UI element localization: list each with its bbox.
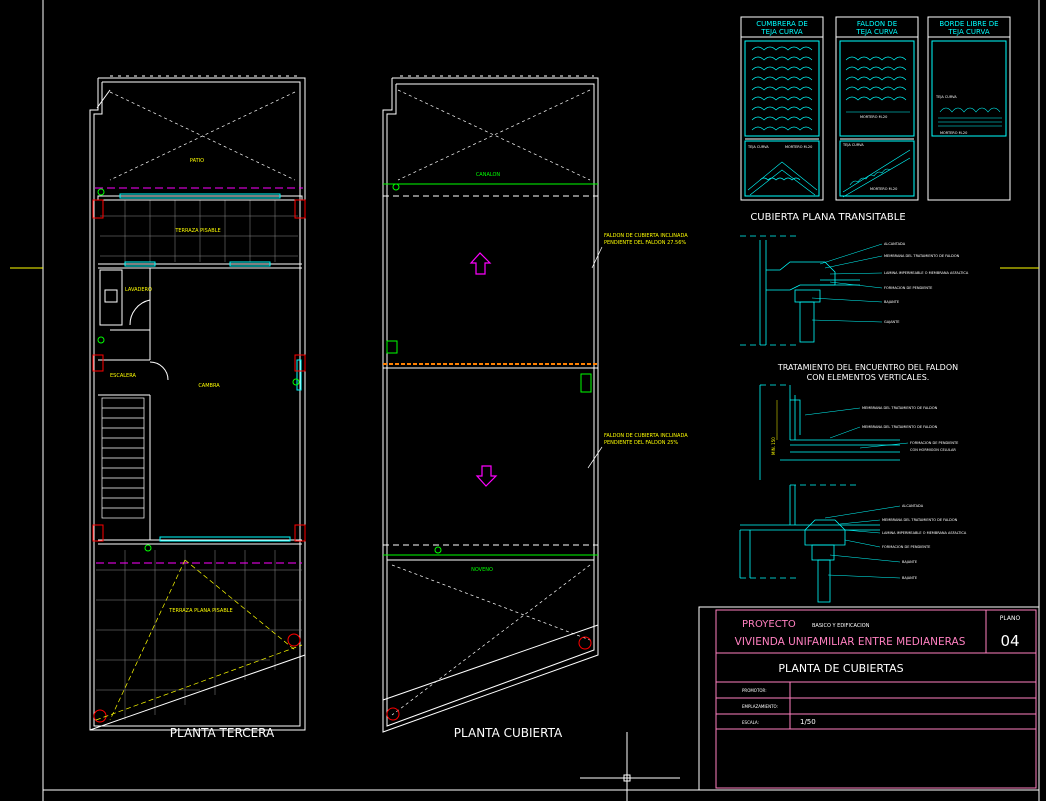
s1-note-4: FORMACION DE PENDIENTE bbox=[884, 286, 932, 290]
s1-note-6: GAJANTE bbox=[884, 320, 899, 324]
plan-cubierta[interactable]: CANALON NOVENO FALDON DE CUBIERTA INCLIN… bbox=[382, 75, 688, 740]
label-lavadero: LAVADERO bbox=[125, 287, 152, 293]
tile-1-note1: TEJA CURVA bbox=[747, 145, 769, 149]
s1-note-3: LAMINA IMPERMEABLE O MEMBRANA ASFALTICA bbox=[884, 271, 969, 275]
s2-note-1: MEMBRANA DEL TRATAMIENTO DE FALDON bbox=[862, 406, 938, 410]
tile-1-title2: TEJA CURVA bbox=[760, 28, 802, 36]
tile-details[interactable]: CUMBRERA DE TEJA CURVA TEJA CURVA MORTER… bbox=[740, 16, 1011, 201]
tile-1-title1: CUMBRERA DE bbox=[756, 20, 808, 28]
s3-note-3: LAMINA IMPERMEABLE O MEMBRANA ASFALTICA bbox=[882, 531, 967, 535]
label-terraza-pisable: TERRAZA PISABLE bbox=[174, 228, 220, 234]
plano-label: PLANO bbox=[1000, 615, 1021, 622]
tile-1-note2: MORTERO M-20 bbox=[785, 145, 812, 149]
s1-note-1: ALCANTADA bbox=[884, 242, 906, 246]
note-leaders bbox=[587, 246, 603, 469]
label-canalon: CANALON bbox=[476, 172, 501, 178]
detail-faldon[interactable]: FALDON DE TEJA CURVA MORTERO M-20 TEJA C… bbox=[835, 16, 919, 201]
label-terraza-plana: TERRAZA PLANA PISABLE bbox=[168, 608, 232, 614]
row-value-escala: 1/50 bbox=[800, 718, 816, 726]
tile-3-note1: TEJA CURVA bbox=[935, 95, 957, 99]
note-faldon-2-line1: FALDON DE CUBIERTA INCLINADA bbox=[604, 433, 688, 439]
tile-3-note2: MORTERO M-20 bbox=[940, 131, 967, 135]
label-patio: PATIO bbox=[190, 158, 204, 164]
section-1-leaders bbox=[811, 243, 883, 323]
column-marks bbox=[92, 199, 306, 723]
row-label-promotor: PROMOTOR: bbox=[742, 688, 767, 693]
detail-borde-libre[interactable]: BORDE LIBRE DE TEJA CURVA TEJA CURVA MOR… bbox=[927, 16, 1011, 201]
tile-3-title2: TEJA CURVA bbox=[947, 28, 989, 36]
section-cubierta-plana[interactable]: CUBIERTA PLANA TRANSITABLE ALCANTADA MEM… bbox=[740, 212, 969, 346]
tile-2-note1: MORTERO M-20 bbox=[860, 115, 887, 119]
project-name: VIVIENDA UNIFAMILIAR ENTRE MEDIANERAS bbox=[735, 636, 966, 648]
tile-2-note2: TEJA CURVA bbox=[842, 143, 864, 147]
label-noveno: NOVENO bbox=[471, 567, 493, 573]
encuentro-dimension: MIN. 150 bbox=[771, 437, 776, 455]
proyecto-sub: BASICO Y EDIFICACION bbox=[812, 623, 870, 629]
note-faldon-2-line2: PENDIENTE DEL FALDON 25% bbox=[604, 440, 678, 446]
plan-tercera[interactable]: PATIO TERRAZA PISABLE LAVADERO ESCALERA … bbox=[89, 75, 306, 740]
section-2-leaders bbox=[804, 407, 909, 449]
s3-note-5: BAJANTE bbox=[902, 560, 917, 564]
roof-drain-marks bbox=[386, 183, 592, 554]
encuentro-title1: TRATAMIENTO DEL ENCUENTRO DEL FALDON bbox=[777, 363, 958, 372]
tile-2-title2: TEJA CURVA bbox=[855, 28, 897, 36]
tile-2-note3: MORTERO M-20 bbox=[870, 187, 897, 191]
proyecto-label: PROYECTO bbox=[742, 619, 796, 630]
window-marks bbox=[119, 193, 302, 542]
slope-arrows bbox=[469, 252, 498, 487]
section-encuentro[interactable]: TRATAMIENTO DEL ENCUENTRO DEL FALDON CON… bbox=[759, 363, 958, 480]
row-label-emplazamiento: EMPLAZAMIENTO: bbox=[742, 704, 778, 709]
terraza-pisable-grid bbox=[100, 200, 298, 262]
roof-column-marks bbox=[386, 636, 592, 721]
roof-cross-top bbox=[391, 89, 591, 716]
cubierta-plana-title: CUBIERTA PLANA TRANSITABLE bbox=[750, 212, 905, 223]
s3-note-1: ALCANTADA bbox=[902, 504, 924, 508]
s1-note-2: MEMBRANA DEL TRATAMIENTO DE FALDON bbox=[884, 254, 960, 258]
note-faldon-1-line2: PENDIENTE DEL FALDON 27.56% bbox=[604, 240, 686, 246]
slope-lines bbox=[95, 559, 303, 721]
row-label-escala: ESCALA: bbox=[742, 720, 759, 725]
drain-marks bbox=[97, 188, 300, 552]
stair-steps bbox=[101, 397, 145, 519]
plan-cubierta-title: PLANTA CUBIERTA bbox=[454, 726, 563, 740]
sheet-title: PLANTA DE CUBIERTAS bbox=[778, 662, 903, 675]
s2-note-3: FORMACION DE PENDIENTE bbox=[910, 441, 958, 445]
detail-cumbrera[interactable]: CUMBRERA DE TEJA CURVA TEJA CURVA MORTER… bbox=[740, 16, 824, 201]
note-faldon-1-line1: FALDON DE CUBIERTA INCLINADA bbox=[604, 233, 688, 239]
label-escalera: ESCALERA bbox=[110, 373, 136, 379]
s3-note-4: FORMACION DE PENDIENTE bbox=[882, 545, 930, 549]
encuentro-title2: CON ELEMENTOS VERTICALES. bbox=[807, 373, 930, 382]
tile-2-title1: FALDON DE bbox=[857, 20, 897, 28]
tile-3-title1: BORDE LIBRE DE bbox=[939, 20, 998, 28]
s3-note-6: BAJANTE bbox=[902, 576, 917, 580]
s2-note-4: CON HORMIGON CELULAR bbox=[910, 448, 956, 452]
terraza-plana-grid bbox=[96, 550, 302, 720]
label-cambra: CAMBRA bbox=[198, 383, 220, 389]
plano-number: 04 bbox=[1000, 632, 1019, 650]
crosshair-cursor[interactable] bbox=[580, 732, 680, 801]
title-block[interactable]: PROYECTO BASICO Y EDIFICACION VIVIENDA U… bbox=[698, 606, 1040, 791]
section-3-leaders bbox=[824, 505, 901, 579]
plan-tercera-title: PLANTA TERCERA bbox=[170, 726, 275, 740]
s1-note-5: BAJANTE bbox=[884, 300, 899, 304]
section-second[interactable]: ALCANTADA MEMBRANA DEL TRATAMIENTO DE FA… bbox=[739, 484, 967, 603]
s3-note-2: MEMBRANA DEL TRATAMIENTO DE FALDON bbox=[882, 518, 958, 522]
patio-cross bbox=[109, 91, 296, 181]
s2-note-2: MEMBRANA DEL TRATAMIENTO DE FALDON bbox=[862, 425, 938, 429]
